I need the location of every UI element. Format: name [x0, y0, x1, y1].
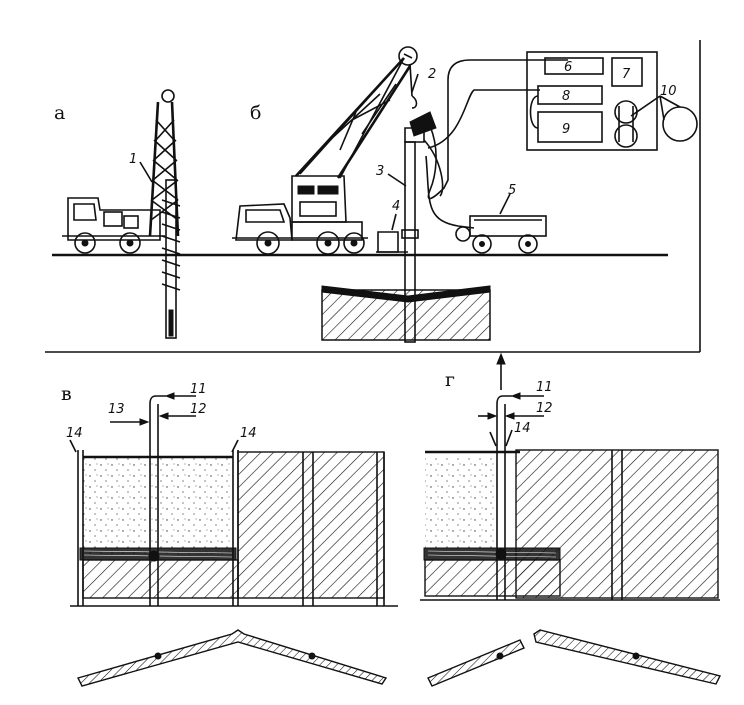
callout-7: 7 — [622, 67, 631, 82]
callout-12-g: 12 — [536, 401, 553, 416]
callout-5: 5 — [508, 183, 516, 198]
section-g — [420, 352, 720, 601]
callout-8: 8 — [562, 89, 570, 104]
anchor-shape-g — [427, 629, 722, 687]
callout-13-v: 13 — [108, 402, 125, 417]
crane-truck — [232, 46, 568, 343]
panel-label-v: в — [61, 383, 72, 405]
callout-leaders — [139, 73, 511, 231]
callout-6: 6 — [564, 60, 572, 75]
top-frame — [45, 40, 701, 353]
panel-label-a: а — [54, 102, 65, 124]
callout-4: 4 — [392, 199, 400, 214]
callout-14-g: 14 — [514, 421, 531, 436]
callout-11-g: 11 — [536, 380, 553, 395]
anchor-shape-v — [76, 629, 388, 687]
panel-label-g: г — [445, 369, 455, 391]
callout-14-v-left: 14 — [66, 426, 83, 441]
callout-12-v: 12 — [190, 402, 207, 417]
callout-11-v: 11 — [190, 382, 207, 397]
callout-2: 2 — [428, 67, 436, 82]
callout-14-v-right: 14 — [240, 426, 257, 441]
drill-rig-truck — [62, 89, 181, 339]
callout-10: 10 — [660, 84, 677, 99]
control-panel — [526, 51, 698, 151]
callout-1: 1 — [129, 152, 137, 167]
callout-3: 3 — [376, 164, 384, 179]
section-v — [69, 392, 398, 607]
callout-9: 9 — [562, 122, 570, 137]
panel-label-b: б — [250, 102, 261, 124]
